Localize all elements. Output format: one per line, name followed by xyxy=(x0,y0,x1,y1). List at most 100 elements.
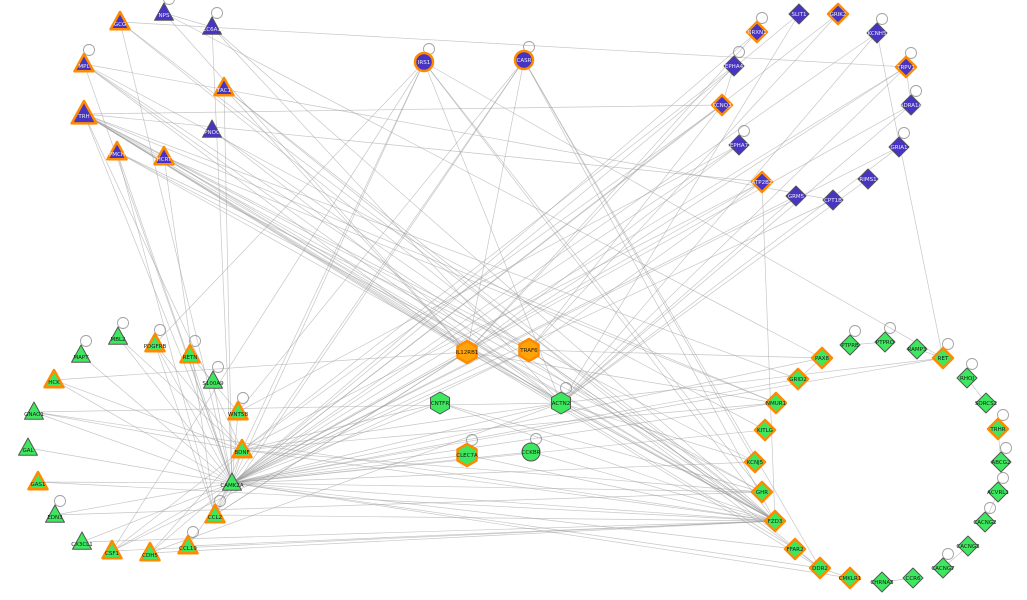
node-RETN[interactable] xyxy=(179,343,201,364)
node-CX3CL1[interactable] xyxy=(72,531,92,550)
edge-g12-r14[interactable] xyxy=(231,482,763,493)
edge-t8-g14[interactable] xyxy=(116,151,216,516)
edge-g9-g12[interactable] xyxy=(27,447,233,484)
node-KCNH5[interactable] xyxy=(866,22,888,44)
node-PTPRB[interactable] xyxy=(839,334,861,356)
selfloop-MBL2-edge[interactable] xyxy=(117,317,129,329)
edge-d12-h4[interactable] xyxy=(560,195,797,404)
node-KITLG[interactable] xyxy=(753,418,777,442)
edge-h2-r20[interactable] xyxy=(528,349,821,569)
edge-d6-g12[interactable] xyxy=(231,66,907,484)
selfloop-CACNG2-edge[interactable] xyxy=(984,502,996,514)
edge-d5-h1[interactable] xyxy=(466,65,735,353)
edge-d8-h4[interactable] xyxy=(560,104,912,404)
selfloop-RETN-edge[interactable] xyxy=(189,335,201,347)
selfloop-ACVRL1-edge[interactable] xyxy=(997,472,1009,484)
edge-g12-r4[interactable] xyxy=(231,357,823,484)
edge-g12-r5[interactable] xyxy=(231,357,944,484)
edge-d10-h4[interactable] xyxy=(560,146,900,404)
node-CASR[interactable] xyxy=(513,49,535,71)
edge-g5-g12[interactable] xyxy=(53,379,233,484)
selfloop-KCNH5-edge[interactable] xyxy=(876,13,888,25)
edge-d4-h4[interactable] xyxy=(560,32,878,404)
node-IL12RB1[interactable] xyxy=(456,339,478,365)
selfloop-NRXN1-edge[interactable] xyxy=(756,12,768,24)
node-CACNG2[interactable] xyxy=(974,511,996,533)
node-FFAR2[interactable] xyxy=(783,537,807,561)
edge-h3-r16[interactable] xyxy=(439,402,776,522)
edge-d7-h2[interactable] xyxy=(528,104,723,351)
edge-d9-g8[interactable] xyxy=(237,144,740,413)
node-CACNG7[interactable] xyxy=(932,557,954,579)
node-CDH5[interactable] xyxy=(139,541,161,562)
node-HCK[interactable] xyxy=(43,368,65,389)
edge-c2-r16[interactable] xyxy=(523,59,776,522)
node-PNOC[interactable] xyxy=(202,119,222,138)
edge-h4-g7[interactable] xyxy=(33,402,562,413)
edge-t1-r16[interactable] xyxy=(119,21,776,522)
node-MAPT[interactable] xyxy=(71,344,91,363)
edge-c2-g12[interactable] xyxy=(231,59,525,484)
node-CMKLR1[interactable] xyxy=(838,566,862,590)
edge-h4-g10[interactable] xyxy=(241,402,562,451)
node-DDR2[interactable] xyxy=(808,556,832,580)
edge-g10-g17[interactable] xyxy=(149,449,243,554)
selfloop-MAPT-edge[interactable] xyxy=(80,335,92,347)
selfloop-PTPRB-edge[interactable] xyxy=(849,325,861,337)
selfloop-CCL19-edge[interactable] xyxy=(187,526,199,538)
edge-h1-g5[interactable] xyxy=(53,351,468,381)
selfloop-ACTN2-edge[interactable] xyxy=(560,382,572,394)
selfloop-TRPV1-edge[interactable] xyxy=(905,47,917,59)
edge-t6-r8[interactable] xyxy=(83,113,777,404)
edge-h3-r14[interactable] xyxy=(439,402,763,493)
node-EDN3[interactable] xyxy=(45,504,65,523)
edge-t6-h4[interactable] xyxy=(83,113,562,404)
node-NRXN1[interactable] xyxy=(745,20,769,44)
edge-c2-g8[interactable] xyxy=(237,59,525,413)
edge-g12-r10[interactable] xyxy=(231,429,766,484)
edge-t6-r18[interactable] xyxy=(83,113,796,550)
edge-c1-g10[interactable] xyxy=(241,61,425,451)
edge-h2-r4[interactable] xyxy=(528,349,823,359)
edge-g1-g12[interactable] xyxy=(117,336,233,484)
node-TRHR[interactable] xyxy=(986,417,1010,441)
edge-h1-g12[interactable] xyxy=(231,351,468,484)
selfloop-CCL2-edge[interactable] xyxy=(214,495,226,507)
selfloop-RET-edge[interactable] xyxy=(942,338,954,350)
edge-h1-g14[interactable] xyxy=(214,351,468,516)
node-RAMP3[interactable] xyxy=(906,338,928,360)
edge-c1-g16[interactable] xyxy=(111,61,425,552)
edge-d11-g12[interactable] xyxy=(231,181,763,484)
node-RET[interactable] xyxy=(931,346,955,370)
node-NMUR1[interactable] xyxy=(764,391,788,415)
edge-d9-g12[interactable] xyxy=(231,144,740,484)
node-CCL19[interactable] xyxy=(177,534,199,555)
selfloop-S100A9-edge[interactable] xyxy=(212,361,224,373)
edge-h4-r12[interactable] xyxy=(560,402,756,463)
edge-t4-r16[interactable] xyxy=(83,63,776,522)
node-WNT5B[interactable] xyxy=(227,400,249,421)
node-CCL2[interactable] xyxy=(204,503,226,524)
edge-t7-h4[interactable] xyxy=(211,129,562,404)
node-TAC1[interactable] xyxy=(213,76,235,97)
edge-d12-g12[interactable] xyxy=(231,195,797,484)
edge-g10-r8[interactable] xyxy=(241,402,777,451)
edge-h2-g12[interactable] xyxy=(231,349,530,484)
selfloop-ABCG2-edge[interactable] xyxy=(1000,442,1012,454)
node-SLIT1[interactable] xyxy=(788,3,810,25)
node-ADRA1A[interactable] xyxy=(900,94,922,116)
edge-g12-r18[interactable] xyxy=(231,482,796,550)
node-EPHA7[interactable] xyxy=(728,134,750,156)
edge-t8-r16[interactable] xyxy=(116,151,776,522)
node-MBL2[interactable] xyxy=(108,326,128,345)
edge-c2-g14[interactable] xyxy=(214,59,525,516)
edge-h4-r16[interactable] xyxy=(560,402,776,522)
edge-t2-t3[interactable] xyxy=(163,12,213,28)
node-GRID2[interactable] xyxy=(786,367,810,391)
edge-t6-d11[interactable] xyxy=(83,113,763,183)
node-CLEC7A[interactable] xyxy=(456,442,478,468)
edge-d11-h2[interactable] xyxy=(528,181,763,351)
node-IRS1[interactable] xyxy=(413,51,435,73)
